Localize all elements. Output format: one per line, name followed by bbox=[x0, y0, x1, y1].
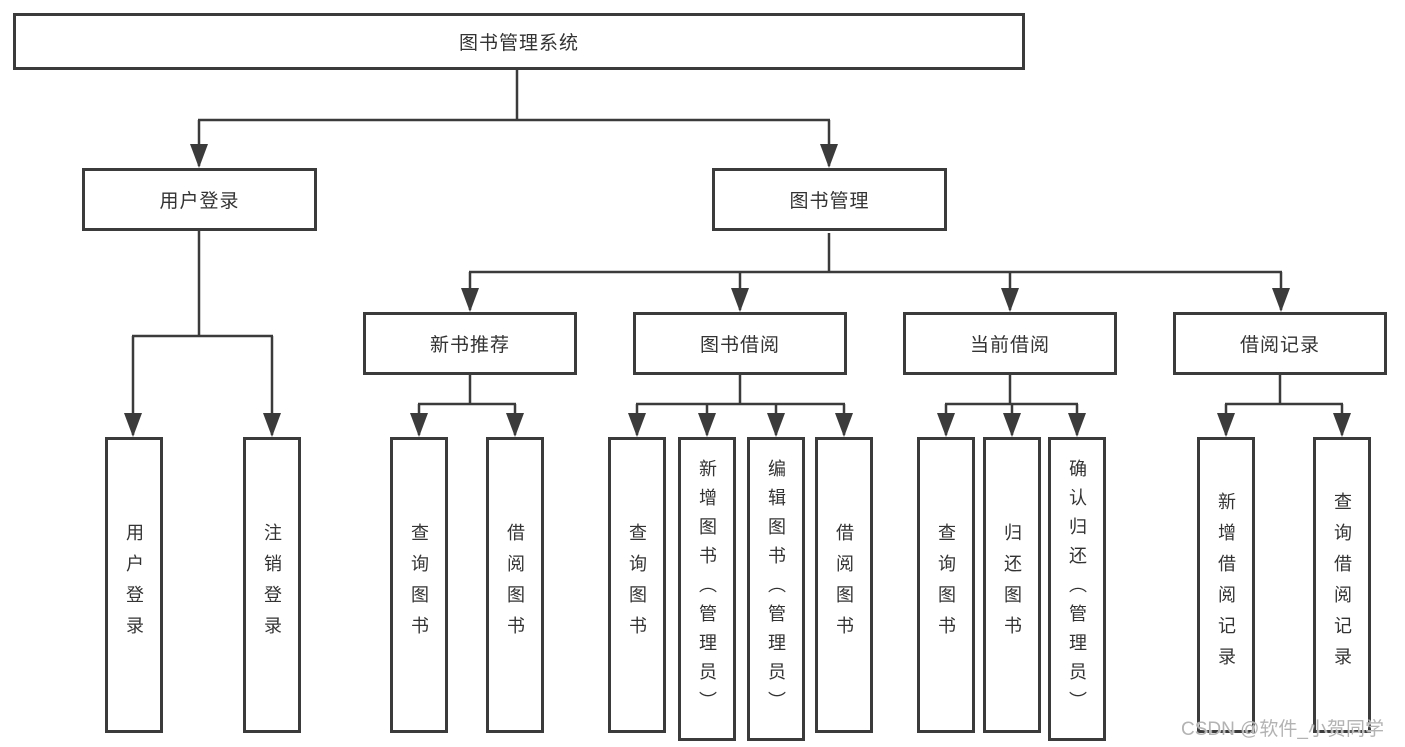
node-new-book-recommendation: 新书推荐 bbox=[363, 312, 577, 375]
leaf-add-book-admin: 新增图书（管理员） bbox=[678, 437, 736, 741]
leaf-query-books-current: 查询图书 bbox=[917, 437, 975, 733]
node-book-borrowing: 图书借阅 bbox=[633, 312, 847, 375]
csdn-watermark: CSDN @软件_小贺同学 bbox=[1181, 719, 1384, 740]
leaf-return-books: 归还图书 bbox=[983, 437, 1041, 733]
leaf-user-login: 用户登录 bbox=[105, 437, 163, 733]
leaf-query-books-borrow: 查询图书 bbox=[608, 437, 666, 733]
node-current-borrowing: 当前借阅 bbox=[903, 312, 1117, 375]
node-book-management: 图书管理 bbox=[712, 168, 947, 231]
leaf-query-borrow-record: 查询借阅记录 bbox=[1313, 437, 1371, 733]
node-borrowing-records: 借阅记录 bbox=[1173, 312, 1387, 375]
leaf-query-books-recommend: 查询图书 bbox=[390, 437, 448, 733]
leaf-add-borrow-record: 新增借阅记录 bbox=[1197, 437, 1255, 733]
leaf-borrow-books-borrow: 借阅图书 bbox=[815, 437, 873, 733]
leaf-logout-login: 注销登录 bbox=[243, 437, 301, 733]
leaf-confirm-return-admin: 确认归还（管理员） bbox=[1048, 437, 1106, 741]
leaf-borrow-books-recommend: 借阅图书 bbox=[486, 437, 544, 733]
leaf-edit-book-admin: 编辑图书（管理员） bbox=[747, 437, 805, 741]
node-user-login: 用户登录 bbox=[82, 168, 317, 231]
node-library-system-root: 图书管理系统 bbox=[13, 13, 1025, 70]
